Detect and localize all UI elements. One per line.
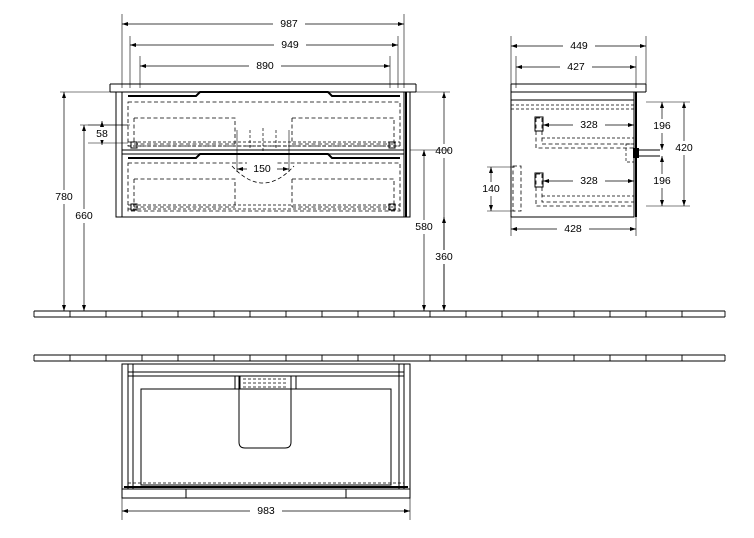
dim-front-987: 987 <box>280 18 298 30</box>
upper-drawer-rail-hidden <box>128 141 400 147</box>
top-dimension-983: 983 <box>121 498 411 520</box>
dim-side-428: 428 <box>564 223 582 235</box>
lower-right-handle-detail <box>388 203 396 211</box>
dim-side-427: 427 <box>567 61 585 73</box>
dim-front-780: 780 <box>55 191 73 203</box>
side-lower-drawer-hidden <box>535 173 634 207</box>
front-dimension-58: 58 <box>88 121 128 145</box>
dim-side-449: 449 <box>570 40 588 52</box>
side-dimension-328-lower: 328 <box>543 174 634 188</box>
side-dimension-196-lower: 196 <box>648 156 676 206</box>
floor-line-upper <box>33 310 726 318</box>
side-lower-handle <box>534 172 544 188</box>
dim-front-660: 660 <box>75 210 93 222</box>
front-dimension-780: 780 <box>50 91 116 311</box>
upper-right-handle-detail <box>388 141 396 149</box>
dim-front-890: 890 <box>256 60 274 72</box>
dim-side-420: 420 <box>675 142 693 154</box>
lower-drawer-rail-hidden <box>128 204 400 210</box>
side-dimension-449: 449 <box>510 36 647 88</box>
front-dimension-400: 400 <box>410 91 458 311</box>
side-dimension-140: 140 <box>477 166 515 212</box>
side-upper-drawer-hidden <box>535 117 634 149</box>
dim-side-328-upper: 328 <box>580 119 598 131</box>
dim-side-328-lower: 328 <box>580 175 598 187</box>
front-dimension-890: 890 <box>139 56 391 88</box>
plumbing-centre-hidden <box>249 128 277 152</box>
top-view-body <box>121 363 411 499</box>
upper-drawer-box-hidden <box>127 101 401 147</box>
dim-front-400: 400 <box>435 145 453 157</box>
dim-front-58: 58 <box>96 128 108 140</box>
dim-front-150: 150 <box>253 163 271 175</box>
upper-left-handle-detail <box>130 141 138 149</box>
floor-line-lower <box>33 354 726 362</box>
side-dimension-427: 427 <box>515 56 637 88</box>
dim-side-140: 140 <box>482 183 500 195</box>
dim-side-196-lower: 196 <box>653 175 671 187</box>
side-dimension-196-upper: 196 <box>648 102 676 150</box>
dim-side-196-upper: 196 <box>653 120 671 132</box>
side-front-knob <box>633 148 639 158</box>
front-dimension-660: 660 <box>70 124 130 311</box>
side-dimension-428: 428 <box>510 217 637 236</box>
sink-bowl-hidden-arc <box>231 165 295 184</box>
front-dimension-580: 580 <box>410 149 450 311</box>
side-rear-bracket-hidden <box>512 165 522 212</box>
lower-drawer-box-hidden <box>127 162 401 212</box>
lower-left-handle-detail <box>130 203 138 211</box>
dim-front-949: 949 <box>281 39 299 51</box>
front-dimension-987: 987 <box>121 14 405 88</box>
side-upper-handle <box>534 116 544 132</box>
front-dimension-150: 150 <box>236 130 290 176</box>
sink-cutout-plan <box>234 375 297 449</box>
front-dimension-949: 949 <box>129 36 399 88</box>
side-dimension-420: 420 <box>646 101 698 207</box>
side-dimension-328-upper: 328 <box>543 118 634 132</box>
dim-front-580: 580 <box>415 221 433 233</box>
side-view-body <box>510 83 660 218</box>
dim-top-983: 983 <box>257 505 275 517</box>
front-dimension-360: 360 <box>430 217 458 311</box>
front-view-body <box>109 83 417 218</box>
dim-front-360: 360 <box>435 251 453 263</box>
